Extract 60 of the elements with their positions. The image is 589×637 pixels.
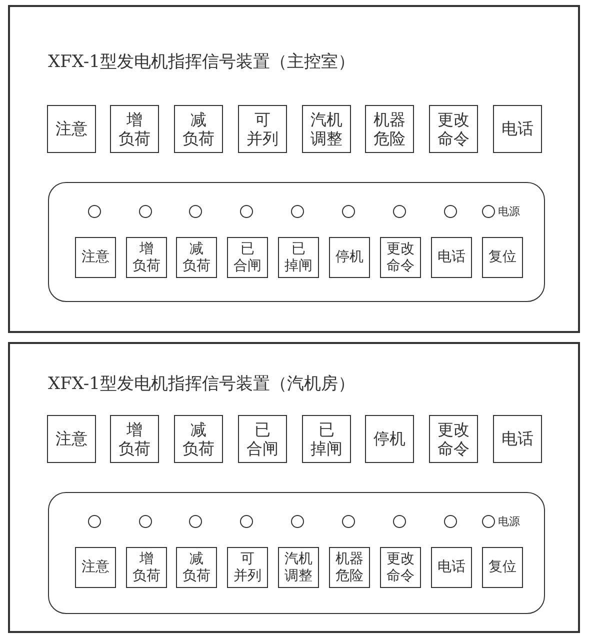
signal-button: 更改命令 <box>380 237 421 278</box>
signal-button: 注意 <box>47 105 96 153</box>
device-panel <box>8 5 580 333</box>
signal-button: 电话 <box>431 237 472 278</box>
signal-button: 已掉闸 <box>278 237 319 278</box>
panel-title: XFX-1型发电机指挥信号装置（汽机房） <box>48 373 355 395</box>
indicator-strip <box>48 182 545 302</box>
indicator-lamp <box>240 205 253 218</box>
indicator-lamp <box>444 515 457 528</box>
signal-button: 可并列 <box>238 105 287 153</box>
indicator-strip <box>48 492 545 614</box>
signal-button: 增负荷 <box>110 105 159 153</box>
indicator-lamp <box>189 205 202 218</box>
indicator-lamp <box>482 515 495 528</box>
signal-button: 更改命令 <box>429 105 478 153</box>
signal-button: 停机 <box>329 237 370 278</box>
signal-button: 机器危险 <box>329 547 370 588</box>
indicator-lamp <box>393 515 406 528</box>
indicator-lamp <box>88 205 101 218</box>
indicator-lamp <box>139 515 152 528</box>
signal-button: 汽机调整 <box>302 105 351 153</box>
signal-button: 已合闸 <box>238 415 287 463</box>
signal-button: 汽机调整 <box>278 547 319 588</box>
indicator-lamp <box>444 205 457 218</box>
signal-button: 减负荷 <box>174 105 223 153</box>
panel-title: XFX-1型发电机指挥信号装置（主控室） <box>48 51 355 73</box>
signal-button: 减负荷 <box>176 237 217 278</box>
indicator-lamp <box>342 205 355 218</box>
signal-button: 更改命令 <box>380 547 421 588</box>
signal-button: 注意 <box>75 547 116 588</box>
signal-button: 增负荷 <box>110 415 159 463</box>
signal-button: 增负荷 <box>126 547 167 588</box>
indicator-lamp <box>342 515 355 528</box>
signal-button: 复位 <box>482 237 523 278</box>
signal-button: 更改命令 <box>429 415 478 463</box>
signal-button: 可并列 <box>227 547 268 588</box>
lamp-label: 电源 <box>498 204 520 219</box>
signal-button: 停机 <box>365 415 414 463</box>
signal-button: 注意 <box>47 415 96 463</box>
indicator-lamp <box>482 205 495 218</box>
signal-button: 增负荷 <box>126 237 167 278</box>
signal-button: 电话 <box>493 105 542 153</box>
indicator-lamp <box>139 205 152 218</box>
signal-button: 电话 <box>431 547 472 588</box>
signal-button: 已合闸 <box>227 237 268 278</box>
indicator-lamp <box>291 205 304 218</box>
signal-button: 减负荷 <box>176 547 217 588</box>
signal-button: 电话 <box>493 415 542 463</box>
lamp-label: 电源 <box>498 514 520 529</box>
indicator-lamp <box>393 205 406 218</box>
signal-button: 机器危险 <box>365 105 414 153</box>
signal-button: 减负荷 <box>174 415 223 463</box>
device-panel <box>8 342 580 633</box>
signal-button: 注意 <box>75 237 116 278</box>
indicator-lamp <box>88 515 101 528</box>
signal-button: 已掉闸 <box>302 415 351 463</box>
indicator-lamp <box>189 515 202 528</box>
signal-button: 复位 <box>482 547 523 588</box>
indicator-lamp <box>291 515 304 528</box>
indicator-lamp <box>240 515 253 528</box>
